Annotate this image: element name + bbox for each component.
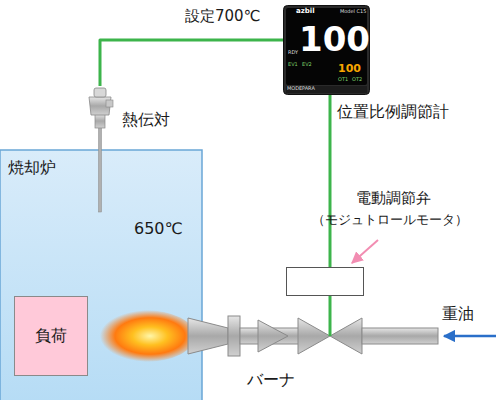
furnace: 焼却炉 650℃ 負荷 <box>0 150 202 400</box>
indicator-label: OT1 <box>338 77 348 82</box>
leader-line <box>352 240 378 263</box>
flame <box>95 310 195 362</box>
burner <box>188 316 300 356</box>
node-title: 位置比例調節計 <box>337 103 449 121</box>
thermocouple <box>89 88 113 212</box>
motor-box: 電動調節弁（モジュトロールモータ） <box>286 267 364 296</box>
indicator-label: EV1 <box>288 62 298 67</box>
button-label: PARA <box>302 86 315 91</box>
part-name: 重油 <box>442 306 474 322</box>
controller: 位置比例調節計 <box>283 5 370 95</box>
part-name: バーナ <box>247 372 295 388</box>
controller-faceplate <box>283 5 370 95</box>
load-box: 負荷 <box>14 296 88 376</box>
signal-wire <box>329 95 332 267</box>
valve-body <box>298 318 438 354</box>
model-name: Model C15 <box>340 9 366 14</box>
node-subtitle: （モジュトロールモータ） <box>312 213 468 228</box>
flow-arrow <box>444 335 496 338</box>
node-title: 熱伝対 <box>122 111 170 129</box>
node-title: 電動調節弁 <box>356 190 431 207</box>
sp-display: 100 <box>338 63 361 74</box>
indicator-label: EV2 <box>302 62 312 67</box>
setpoint-label: 設定700℃ <box>185 9 260 24</box>
valve-stem <box>329 296 332 336</box>
brand-logo: azbil <box>296 8 315 15</box>
node-title: 負荷 <box>35 327 67 345</box>
thermocouple-head: 熱伝対 <box>87 86 113 130</box>
indicator-label: RDY <box>288 50 298 55</box>
temperature-label: 650℃ <box>134 220 183 238</box>
button-label: MODE <box>287 86 302 91</box>
node-title: 焼却炉 <box>8 159 56 177</box>
pv-display: 100 <box>299 22 370 56</box>
signal-wire <box>100 40 283 86</box>
indicator-label: OT2 <box>352 77 362 82</box>
